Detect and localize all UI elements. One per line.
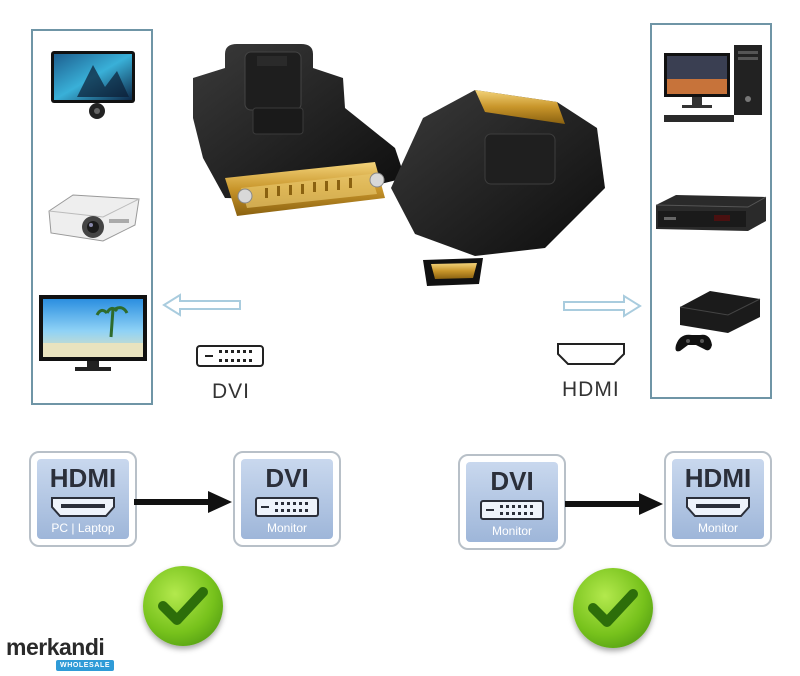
diagram1-target-subtitle: Monitor (266, 521, 307, 535)
tv-icon (39, 295, 147, 371)
hdmi-port-icon (51, 497, 115, 517)
diagram1-target-title: DVI (265, 463, 309, 493)
left-arrow-icon (162, 293, 241, 317)
hdmi-dvi-adapter-photo (193, 44, 605, 286)
diagram1-source-card: HDMI PC | Laptop (29, 451, 137, 547)
hdmi-label: HDMI (562, 378, 620, 401)
diagram1-source-subtitle: PC | Laptop (51, 521, 115, 535)
left-device-panel (31, 29, 153, 405)
diagram1-arrow-icon (134, 491, 232, 513)
diagram2-source-subtitle: Monitor (491, 524, 532, 538)
dvi-label: DVI (212, 380, 251, 403)
diagram2-source-title: DVI (490, 466, 534, 496)
monitor-icon (51, 51, 135, 119)
hdmi-connector-icon (557, 343, 625, 365)
set-top-box-icon (655, 195, 767, 231)
logo-badge: WHOLESALE (56, 660, 115, 671)
game-console-icon (675, 291, 761, 352)
diagram1-checkmark-badge (143, 566, 223, 646)
desktop-pc-icon (664, 45, 762, 122)
diagram2-target-subtitle: Monitor (697, 521, 738, 535)
diagram2-target-title: HDMI (684, 463, 752, 493)
diagram1-target-card: DVI Monitor (233, 451, 341, 547)
merkandi-logo: merkandi WHOLESALE (6, 634, 115, 671)
dvi-port-icon (480, 500, 544, 520)
right-arrow-icon (563, 294, 642, 318)
diagram2-arrow-icon (565, 493, 663, 515)
dvi-port-icon (255, 497, 319, 517)
logo-name: merkandi (6, 634, 105, 660)
projector-icon (48, 194, 140, 242)
diagram2-checkmark-badge (573, 568, 653, 648)
checkmark-icon (158, 587, 208, 625)
checkmark-icon (588, 589, 638, 627)
diagram1-source-title: HDMI (49, 463, 117, 493)
diagram2-source-card: DVI Monitor (458, 454, 566, 550)
diagram2-target-card: HDMI Monitor (664, 451, 772, 547)
hdmi-port-icon (686, 497, 750, 517)
right-device-panel (650, 23, 772, 399)
dvi-connector-icon (196, 345, 264, 367)
